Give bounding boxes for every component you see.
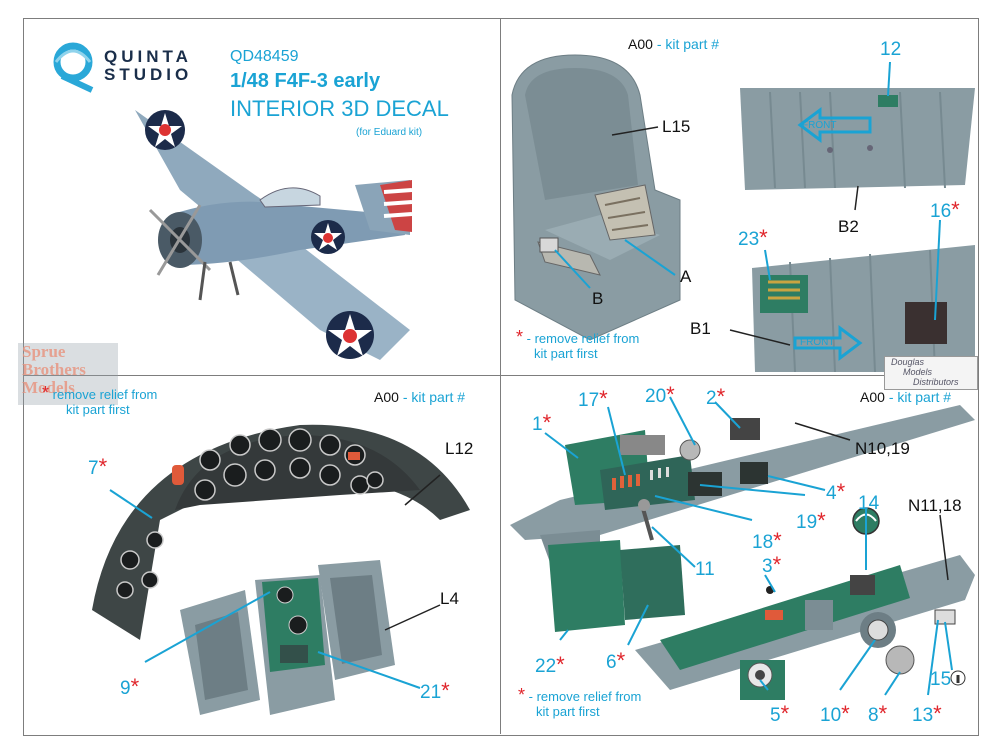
callout-12: 12 [880, 39, 902, 60]
kit-part-text: - kit part # [656, 36, 720, 52]
callout-22: 22* [535, 652, 565, 677]
floor-b1-illustration [752, 245, 975, 373]
black-leader-lines [384, 126, 949, 631]
callout-21: 21* [420, 678, 450, 703]
callout-15: 15 [930, 669, 952, 690]
product-code: QD48459 [230, 48, 299, 65]
callout-19: 19* [796, 508, 826, 533]
callout-17: 17* [578, 386, 608, 411]
callout-6: 6* [606, 648, 626, 673]
divider-vertical [500, 18, 501, 734]
part-l15: L15 [662, 117, 691, 136]
remove-note-tr: * - remove relief from kit part first [516, 327, 640, 361]
kit-part-code: A00 [628, 36, 653, 52]
kit-part-label-tr: A00 - kit part # [628, 36, 719, 52]
console-illustration [510, 405, 975, 700]
callout-13: 13* [912, 701, 942, 726]
callout-11: 11 [695, 559, 715, 580]
front-arrow-label-b2: FRONT [802, 120, 837, 131]
part-b: B [592, 289, 604, 308]
product-note: (for Eduard kit) [356, 127, 423, 138]
aircraft-illustration [135, 110, 413, 360]
remove-note-bl: * remove relief from kit part first [42, 383, 158, 417]
kit-part-label-br: A00 - kit part # [860, 389, 952, 405]
callout-10: 10* [820, 701, 850, 726]
callout-1: 1* [532, 410, 552, 435]
callout-16: 16* [930, 197, 960, 222]
callout-9: 9* [120, 674, 140, 699]
remove-note-br: * - remove relief from kit part first [518, 685, 642, 719]
sheet-frame [23, 18, 979, 736]
distributor-logo: Douglas Models Distributors [884, 356, 978, 390]
front-arrow-label-b1: FRONT [800, 337, 835, 348]
info-15-icon [950, 670, 966, 686]
callout-23: 23* [738, 225, 768, 250]
product-title: 1/48 F4F-3 early [230, 70, 381, 92]
callout-20: 20* [645, 382, 675, 407]
brand-line2: STUDIO [104, 65, 193, 84]
quinta-logo-icon [53, 42, 94, 93]
callout-5: 5* [770, 701, 790, 726]
divider-horizontal [23, 375, 977, 376]
callout-4: 4* [826, 479, 846, 504]
callout-7: 7* [88, 454, 108, 479]
part-l4: L4 [440, 589, 459, 608]
watermark-line1: Sprue [22, 342, 66, 361]
callout-18: 18* [752, 528, 782, 553]
part-l12: L12 [445, 439, 474, 458]
callout-3: 3* [762, 552, 782, 577]
product-subtitle: INTERIOR 3D DECAL [230, 96, 449, 121]
watermark-line2: Brothers [22, 360, 86, 379]
part-a: A [680, 267, 692, 286]
watermark-line3: Models [22, 378, 75, 397]
brand-line1: QUINTA [104, 47, 192, 66]
callout-2: 2* [706, 384, 726, 409]
seat-illustration [511, 54, 681, 341]
part-n11-18: N11,18 [908, 496, 962, 515]
part-b1: B1 [690, 319, 711, 338]
watermark-logo: Sprue Brothers Models [18, 343, 118, 405]
kit-part-label-bl: A00 - kit part # [374, 389, 466, 405]
instrument-panel-illustration [92, 424, 470, 715]
part-b2: B2 [838, 217, 859, 236]
cyan-leader-lines [109, 61, 953, 696]
callout-8: 8* [868, 701, 888, 726]
floor-b2-illustration [740, 88, 975, 190]
callout-14: 14 [858, 493, 880, 514]
part-n10-19: N10,19 [855, 439, 910, 458]
